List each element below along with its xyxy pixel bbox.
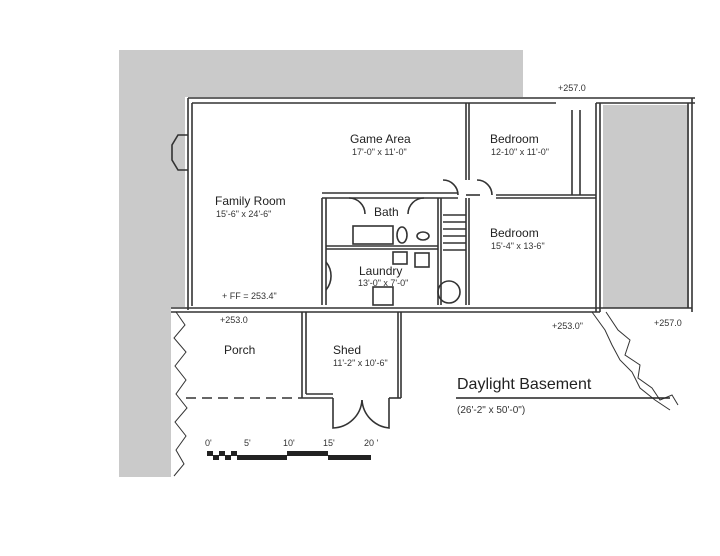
room-dimensions-family-room: 15'-6" x 24'-6" [216, 209, 272, 219]
elevation-bottom-right: +257.0 [654, 318, 682, 328]
room-dimensions-game-area: 17'-0" x 11'-0" [352, 147, 407, 157]
elevation-floor-finish: + FF = 253.4" [222, 291, 277, 301]
plan-overall-dimensions: (26'-2" x 50'-0") [457, 405, 526, 416]
room-label-game-area: Game Area [350, 132, 411, 146]
scale-tick-20: 20 ' [364, 438, 379, 448]
ground-area-left [119, 50, 523, 97]
room-dimensions-shed: 11'-2" x 10'-6" [333, 358, 388, 368]
elevation-bottom-mid: +253.0" [552, 321, 583, 331]
scale-tick-10: 10' [283, 438, 295, 448]
ground-area-left-lower [119, 307, 171, 477]
room-label-family-room: Family Room [215, 194, 286, 208]
scale-tick-5: 5' [244, 438, 251, 448]
scale-tick-15: 15' [323, 438, 335, 448]
room-label-laundry: Laundry [359, 264, 403, 278]
ground-area-left-side [119, 97, 185, 307]
room-dimensions-bedroom-2: 15'-4" x 13-6" [491, 241, 545, 251]
room-label-bath: Bath [374, 205, 399, 219]
room-label-bedroom-2: Bedroom [490, 226, 539, 240]
room-dimensions-bedroom-1: 12-10" x 11'-0" [491, 147, 549, 157]
room-dimensions-laundry: 13'-0" x 7'-0" [358, 278, 409, 288]
elevation-top-right: +257.0 [558, 83, 586, 93]
room-label-shed: Shed [333, 343, 362, 357]
scale-tick-0: 0' [205, 438, 212, 448]
plan-title: Daylight Basement [457, 376, 592, 393]
room-label-bedroom-1: Bedroom [490, 132, 539, 146]
ground-area-right [603, 105, 689, 308]
room-label-porch: Porch [224, 343, 256, 357]
elevation-porch: +253.0 [220, 315, 248, 325]
